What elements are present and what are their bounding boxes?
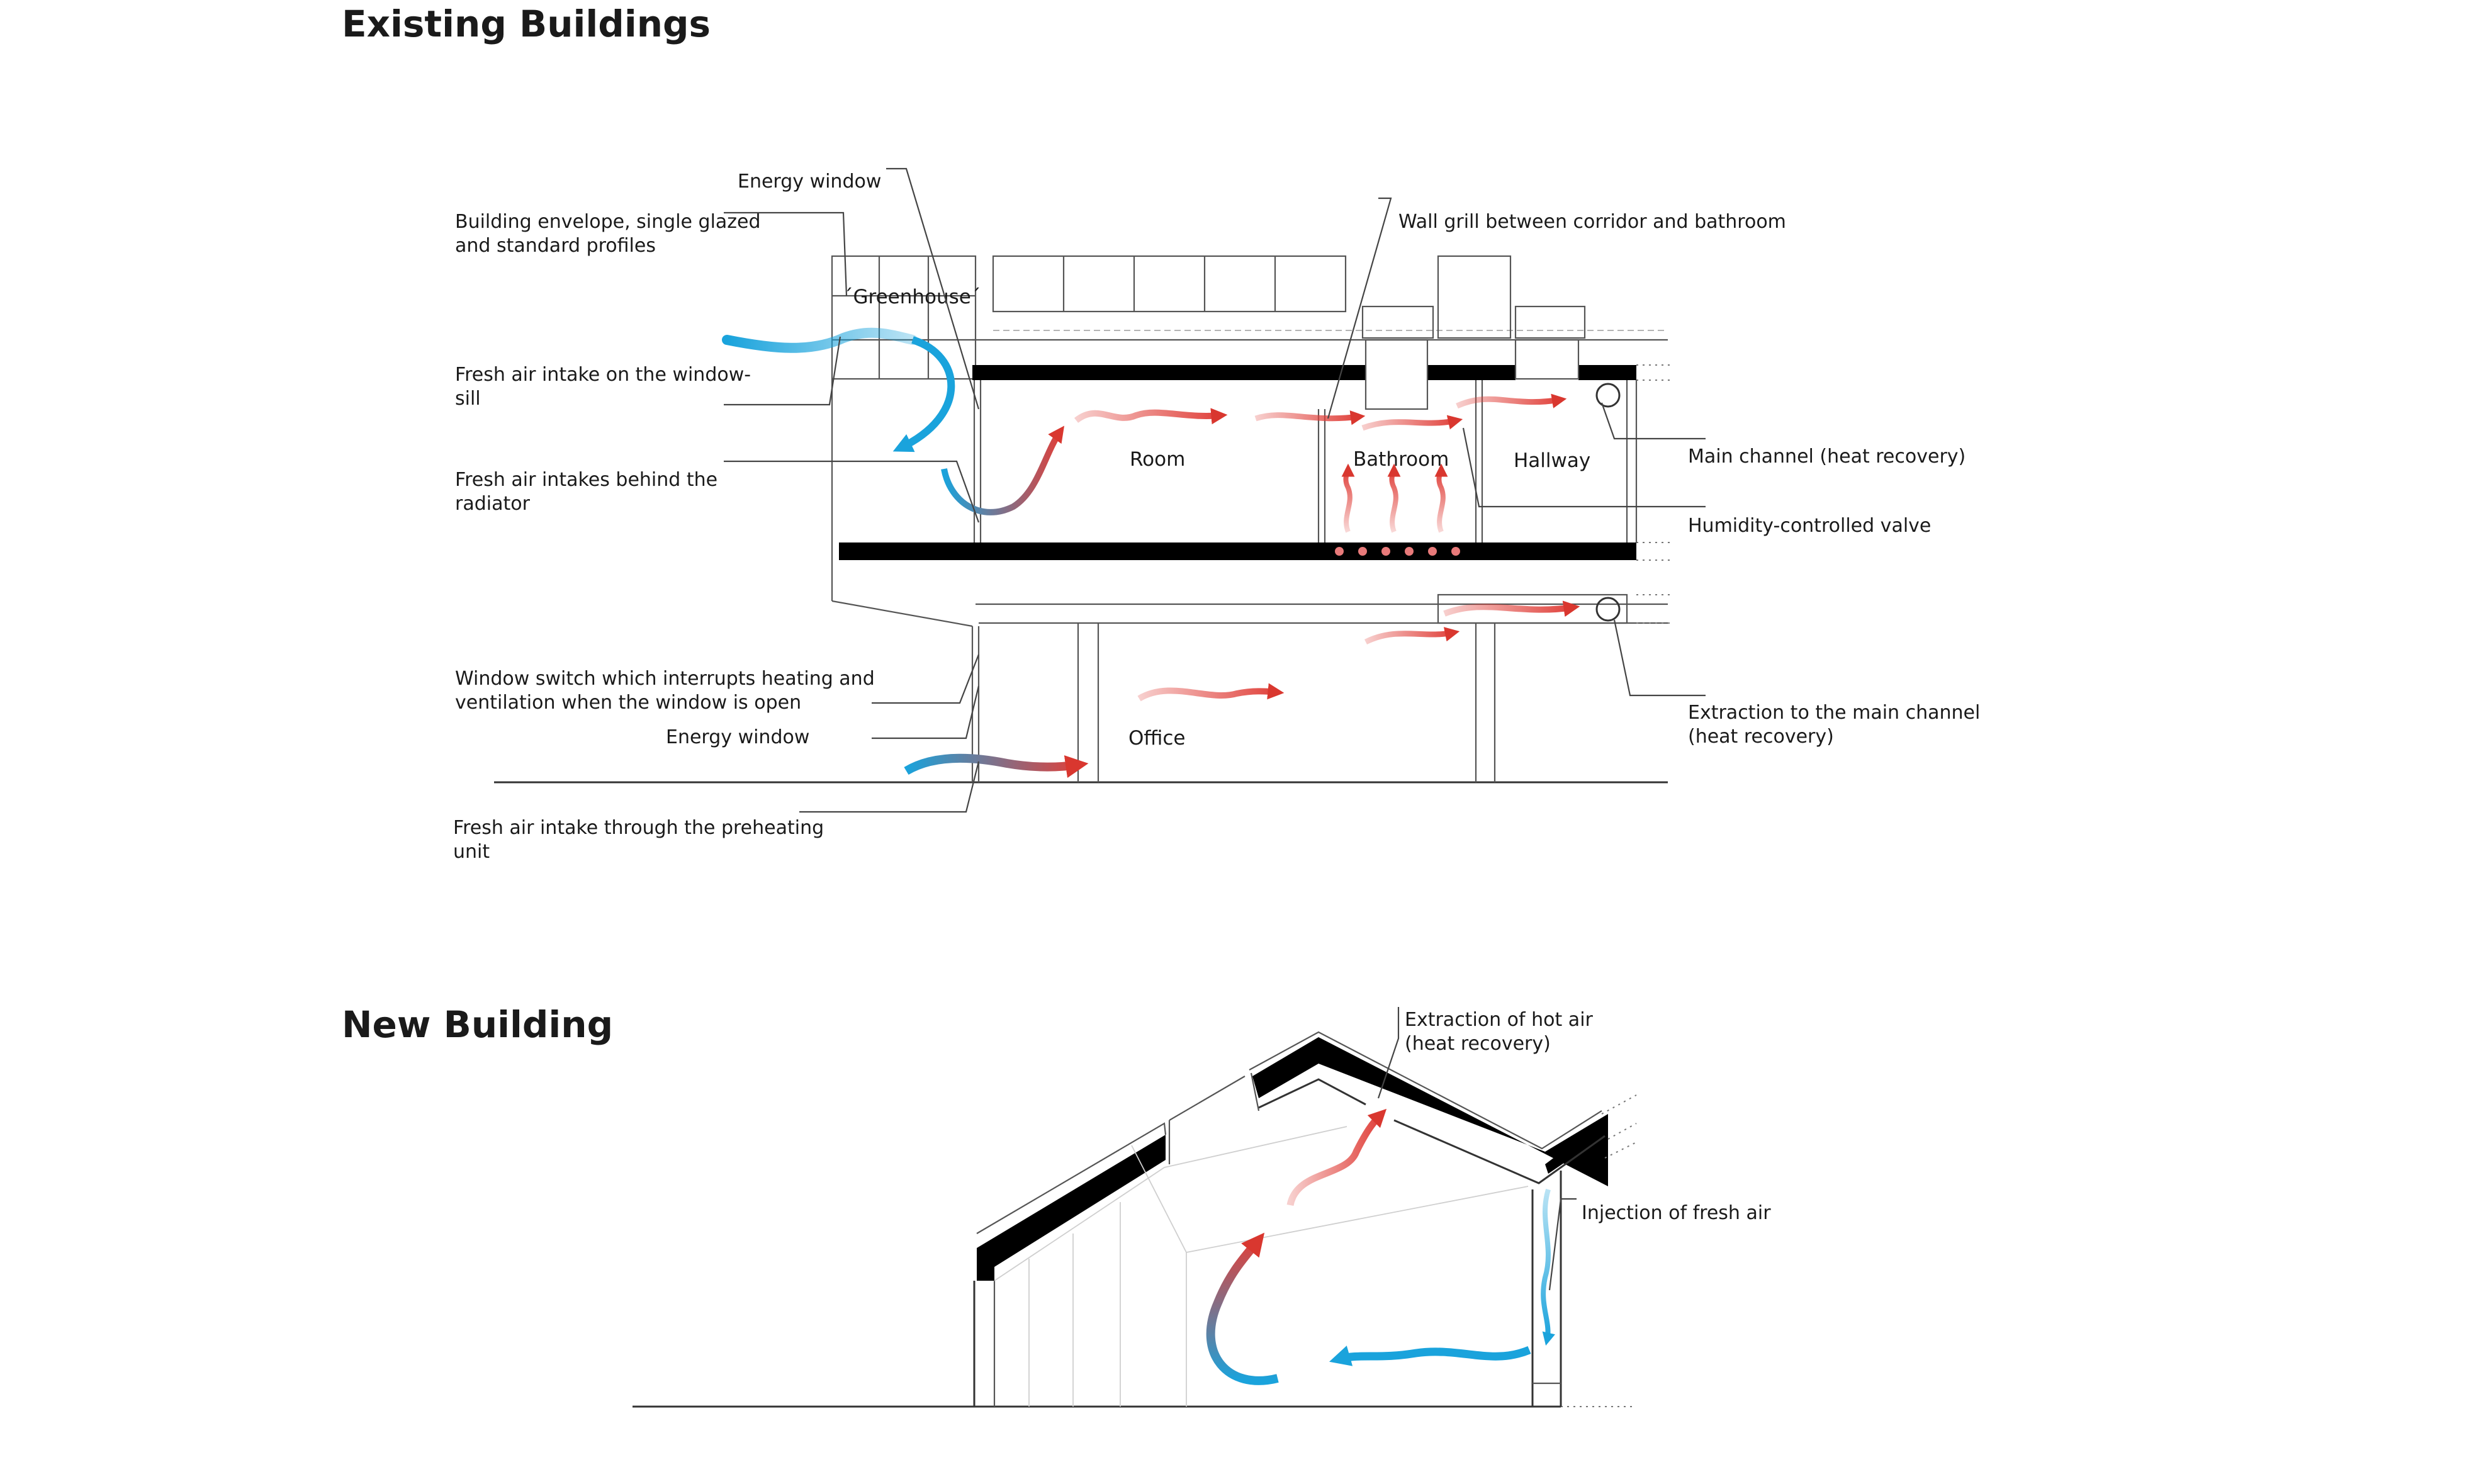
- floor-slab: [839, 542, 1636, 560]
- warm-air-flow-office-upper: [1364, 627, 1460, 645]
- heading-existing-buildings: Existing Buildings: [342, 3, 711, 45]
- label-sill-line2: sill: [455, 388, 481, 410]
- existing-building-section: ´Greenhouse´ Room Bathroom Hallway Offic…: [453, 167, 1980, 863]
- floor-heat-rise-1: [1341, 463, 1355, 533]
- label-hot-air-line1: Extraction of hot air: [1405, 1009, 1594, 1031]
- label-sill-line1: Fresh air intake on the window-: [455, 364, 751, 386]
- shaft-right: [1514, 339, 1580, 380]
- label-preheat-line1: Fresh air intake through the preheating: [453, 817, 824, 839]
- room-label-office: Office: [1128, 727, 1186, 750]
- hot-air-extraction-flow: [1286, 1108, 1387, 1206]
- room-label-hallway: Hallway: [1514, 449, 1590, 472]
- floor-heat-rise-2: [1387, 463, 1401, 533]
- new-building-section: Extraction of hot air (heat recovery) In…: [633, 1007, 1771, 1408]
- gable-roof-right: [1545, 1117, 1608, 1174]
- label-wall-grill: Wall grill between corridor and bathroom: [1398, 211, 1786, 233]
- label-switch-line1: Window switch which interrupts heating a…: [455, 668, 875, 690]
- floor-heat-rise-3: [1434, 463, 1448, 533]
- label-preheat-line2: unit: [453, 841, 490, 863]
- room-label-room: Room: [1130, 448, 1185, 471]
- airflow-arrows-new: [1206, 1108, 1555, 1385]
- main-channel-duct-lower: [1595, 597, 1621, 622]
- fresh-air-downflow: [1541, 1188, 1555, 1346]
- roof-slab-right: [1578, 365, 1636, 380]
- label-envelope-line1: Building envelope, single glazed: [455, 211, 761, 233]
- warm-air-flow-room: [1074, 408, 1228, 425]
- rising-warm-air-flow: [1206, 1232, 1279, 1385]
- main-channel-duct-upper: [1595, 383, 1621, 408]
- section-extension-dots: [1636, 364, 1674, 624]
- label-extraction-line1: Extraction to the main channel: [1688, 702, 1980, 724]
- floor-heating-dots: [1335, 547, 1460, 556]
- label-humidity-valve: Humidity-controlled valve: [1688, 515, 1931, 537]
- warm-air-flow-bathroom: [1361, 415, 1463, 431]
- heading-new-building: New Building: [342, 1003, 613, 1046]
- shaft-left: [1364, 339, 1429, 410]
- roof-slab-left: [972, 365, 1366, 380]
- roof-slab-mid: [1427, 365, 1516, 380]
- warm-air-flow-office: [1137, 683, 1285, 702]
- fresh-air-flow-preheat: [904, 753, 1089, 779]
- label-envelope-line2: and standard profiles: [455, 235, 656, 257]
- label-switch-line2: ventilation when the window is open: [455, 692, 801, 714]
- label-radiator-line2: radiator: [455, 493, 531, 515]
- label-hot-air-line2: (heat recovery): [1405, 1033, 1551, 1055]
- leader-lines-existing: [724, 167, 1706, 813]
- fresh-air-injection-flow: [1329, 1346, 1531, 1366]
- label-radiator-line1: Fresh air intakes behind the: [455, 469, 717, 491]
- warm-air-flow-grill: [1254, 410, 1366, 425]
- label-extraction-line2: (heat recovery): [1688, 726, 1834, 748]
- fresh-air-flow-radiator: [941, 425, 1065, 515]
- left-roof-slab: [977, 1135, 1166, 1281]
- warm-air-flow-hallway: [1456, 393, 1567, 409]
- room-label-bathroom: Bathroom: [1353, 448, 1449, 471]
- room-label-greenhouse: ´Greenhouse´: [843, 286, 981, 308]
- label-main-channel: Main channel (heat recovery): [1688, 446, 1966, 468]
- interior-perspective-lines: [994, 1126, 1529, 1407]
- extraction-flow-lower: [1443, 600, 1580, 617]
- fresh-air-flow-sill: [892, 336, 955, 453]
- roof-parapet: [972, 255, 1668, 341]
- label-fresh-air-injection: Injection of fresh air: [1582, 1202, 1771, 1224]
- label-energy-window-top: Energy window: [738, 171, 881, 193]
- label-energy-window-bottom: Energy window: [666, 726, 809, 748]
